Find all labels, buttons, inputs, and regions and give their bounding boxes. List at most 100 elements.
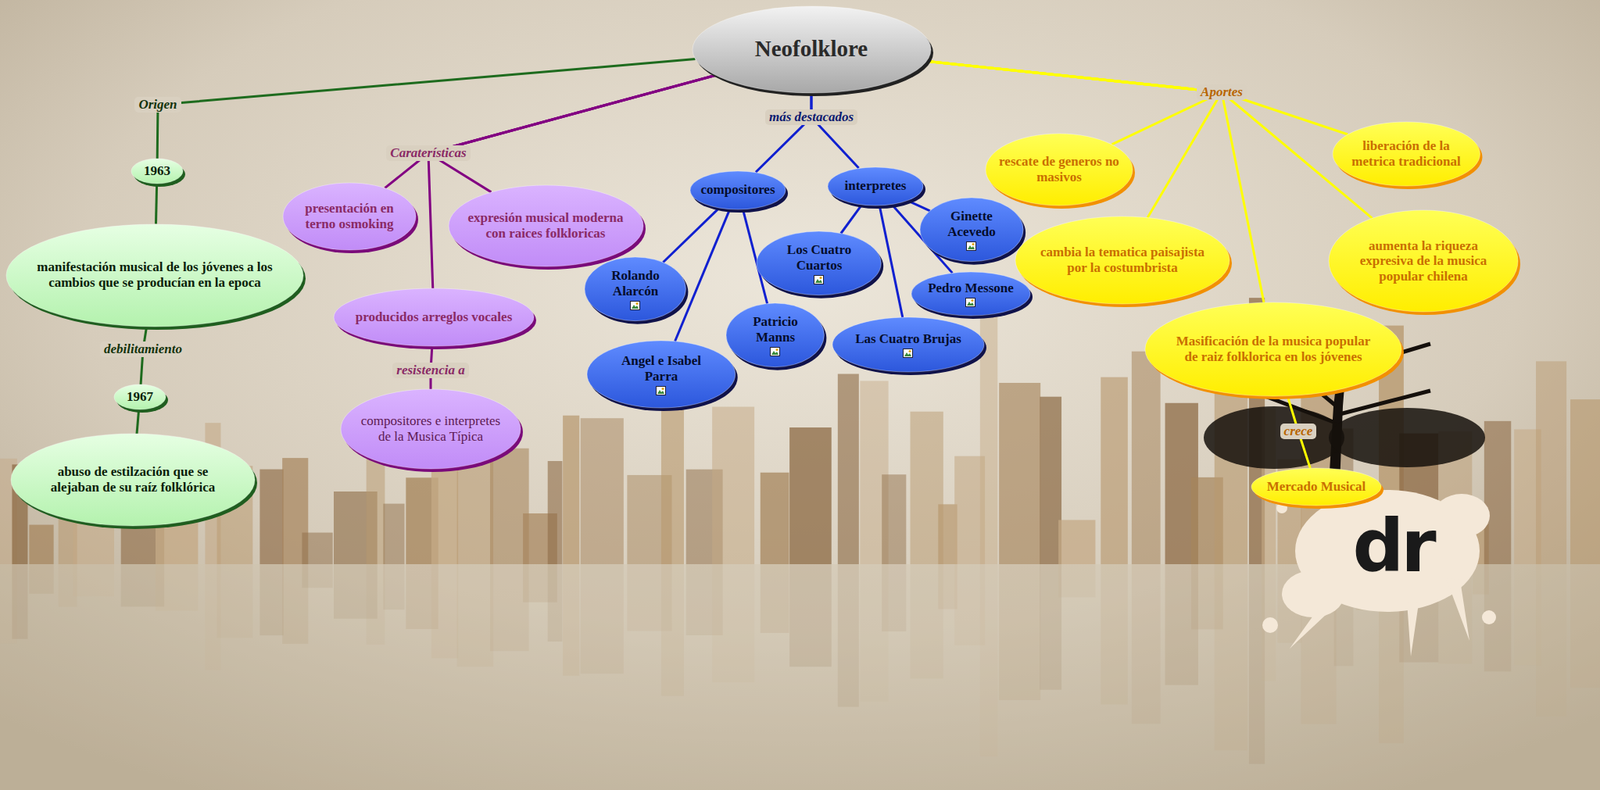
ellipse-fill <box>1332 121 1480 187</box>
node-text-group: expresión musical moderna con raices fol… <box>465 210 626 241</box>
icon-mountain <box>967 245 975 250</box>
icon-frame <box>656 386 666 395</box>
icon-sun <box>636 302 639 305</box>
icon-sun <box>971 299 974 302</box>
ellipse-fill <box>10 433 255 527</box>
concept-ellipse: manifestación musical de los jóvenes a l… <box>3 221 306 330</box>
icon-frame <box>903 348 913 358</box>
image-icon <box>813 275 824 285</box>
image-icon <box>629 300 641 311</box>
concept-ellipse: Pedro Messone <box>909 269 1033 319</box>
ellipse-fill <box>584 257 686 322</box>
node-text-group: Los Cuatro Cuartos <box>776 242 863 284</box>
concept-ellipse: compositores <box>687 168 788 212</box>
ellipse-fill <box>333 288 534 347</box>
connector-line <box>879 204 903 318</box>
building <box>1484 421 1511 565</box>
connector-line <box>428 75 716 193</box>
building <box>712 407 755 565</box>
building <box>937 504 957 565</box>
node-text-group: Las Cuatro Brujas <box>855 331 962 358</box>
ellipse-fill <box>1328 210 1518 312</box>
building <box>1535 361 1567 565</box>
node-text: Las Cuatro Brujas <box>855 331 962 348</box>
logo-splat <box>1262 490 1497 657</box>
linking-phrase: Aportes <box>1196 84 1247 101</box>
icon-frame <box>966 241 977 251</box>
ellipse-fill <box>832 317 985 373</box>
image-icon <box>902 348 913 358</box>
icon-sun <box>909 350 912 353</box>
node-text: Patricio Manns <box>741 314 809 345</box>
connector-line <box>428 75 716 289</box>
ellipse-fill <box>131 158 183 184</box>
concept-ellipse: expresión musical moderna con raices fol… <box>446 182 646 269</box>
image-icon <box>966 241 977 251</box>
building <box>998 382 1041 565</box>
node-text: compositores e interpretes de la Musica … <box>357 413 505 444</box>
building <box>837 374 860 565</box>
ellipse-fill <box>690 171 786 210</box>
concept-ellipse: liberación de la metrica tradicional <box>1330 119 1482 189</box>
icon-sun <box>776 348 779 351</box>
building <box>881 474 906 565</box>
concept-ellipse: 1967 <box>111 382 169 412</box>
node-text: rescate de generos no masivos <box>998 153 1121 185</box>
ellipse-fill <box>726 303 824 368</box>
node-text: Mercado Musical <box>1267 479 1367 495</box>
node-text: presentación en terno osmoking <box>294 200 405 232</box>
node-text-group: Ginette Acevedo <box>936 208 1007 251</box>
icon-mountain <box>904 352 912 357</box>
node-text: Neofolklore <box>755 35 868 62</box>
concept-ellipse: Mercado Musical <box>1249 465 1384 509</box>
building <box>547 461 563 565</box>
node-text-group: cambia la tematica paisajista por la cos… <box>1034 244 1210 276</box>
node-text: cambia la tematica paisajista por la cos… <box>1034 244 1210 276</box>
ellipse-fill <box>587 340 736 409</box>
building <box>1570 399 1600 565</box>
node-text-group: Patricio Manns <box>741 314 809 356</box>
ellipse-fill <box>282 182 416 251</box>
connector-line <box>755 93 812 173</box>
concept-ellipse: aumenta la riqueza expresiva de la music… <box>1326 207 1521 315</box>
ellipse-fill <box>6 224 304 327</box>
ellipse-fill <box>448 185 644 267</box>
connector-line <box>136 409 140 434</box>
linking-phrase: más destacados <box>765 109 858 126</box>
connector-line <box>811 93 860 169</box>
node-text-group: Angel e Isabel Parra <box>607 353 716 395</box>
node-text-group: aumenta la riqueza expresiva de la music… <box>1345 238 1501 285</box>
node-text-group: abuso de estilzación que se alejaban de … <box>33 464 233 495</box>
node-text-group: Masificación de la musica popular de rai… <box>1169 333 1379 365</box>
connector-line <box>926 60 1222 218</box>
node-text-group: Neofolklore <box>755 35 868 62</box>
icon-frame <box>966 297 976 307</box>
linking-phrase: Caraterísticas <box>386 145 470 162</box>
concept-ellipse: Los Cuatro Cuartos <box>754 229 884 298</box>
building <box>1039 397 1062 565</box>
ellipse-fill <box>919 197 1024 262</box>
node-text: interpretes <box>844 178 907 194</box>
node-text-group: Mercado Musical <box>1267 479 1367 495</box>
ellipse-fill <box>1251 468 1382 506</box>
node-text-group: presentación en terno osmoking <box>294 200 405 232</box>
icon-mountain <box>771 350 779 355</box>
building <box>789 427 832 565</box>
logo-text: dr <box>1352 511 1433 584</box>
ellipse-fill <box>1015 216 1230 305</box>
node-text: Los Cuatro Cuartos <box>776 242 863 273</box>
node-text-group: liberación de la metrica tradicional <box>1345 138 1467 169</box>
main-concept-ellipse: Neofolklore <box>690 3 934 96</box>
concept-ellipse: Patricio Manns <box>723 300 827 370</box>
node-text: liberación de la metrica tradicional <box>1345 138 1467 169</box>
connector-line <box>675 208 731 342</box>
connector-line <box>384 75 716 188</box>
node-text-group: compositores <box>700 182 775 198</box>
icon-mountain <box>631 304 639 309</box>
connector-line <box>841 204 863 234</box>
icon-frame <box>630 300 641 310</box>
node-text-group: manifestación musical de los jóvenes a l… <box>34 259 276 290</box>
ellipse-fill <box>985 133 1133 206</box>
